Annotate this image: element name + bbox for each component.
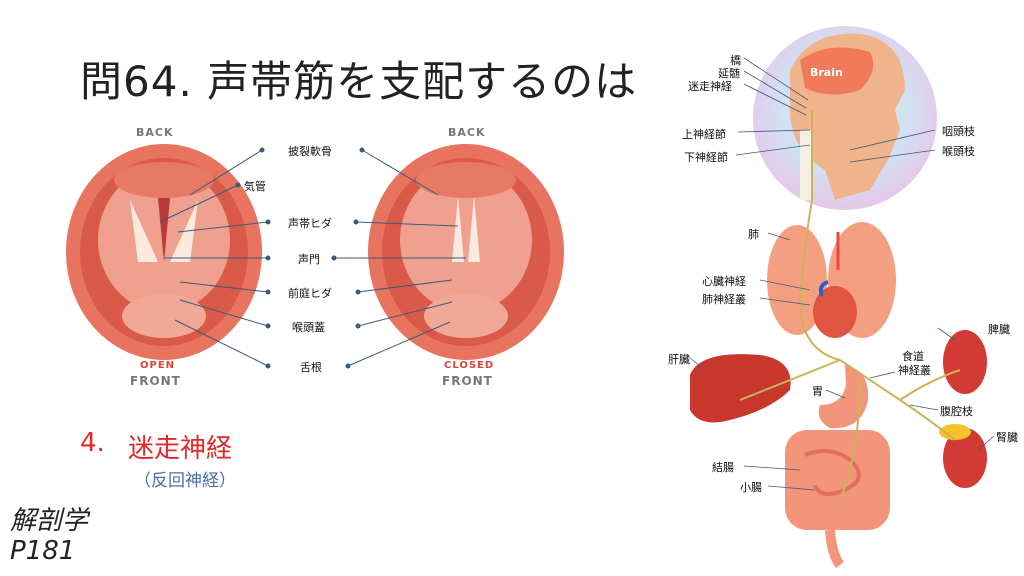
label-vagus-nerve: 迷走神経: [688, 80, 732, 93]
stomach: [818, 365, 869, 429]
label-liver: 肝臓: [668, 353, 690, 366]
intestines: [785, 430, 890, 530]
label-celiac-branch: 腹腔枝: [940, 405, 973, 418]
label-kidney: 腎臓: [996, 431, 1018, 444]
larynx-closed-illustration: [368, 144, 564, 360]
left-front-caption: FRONT: [130, 374, 181, 388]
brain-label: Brain: [810, 66, 843, 79]
spleen: [943, 330, 987, 394]
reference-page: P181: [10, 536, 76, 566]
label-vestibular-fold: 前庭ヒダ: [288, 287, 332, 300]
label-medulla: 延髄: [718, 67, 740, 80]
label-laryngeal-branch: 喉頭枝: [942, 145, 975, 158]
label-arytenoid: 披裂軟骨: [288, 145, 332, 158]
label-lung: 肺: [748, 228, 759, 241]
left-back-caption: BACK: [136, 126, 174, 139]
label-colon: 結腸: [712, 461, 734, 474]
larynx-open-illustration: [66, 144, 262, 360]
question-title: 問64. 声帯筋を支配するのは: [80, 57, 638, 106]
label-glottis: 声門: [298, 253, 320, 266]
left-state-caption: OPEN: [140, 360, 176, 371]
reference-book: 解剖学: [10, 506, 89, 536]
label-stomach: 胃: [812, 385, 823, 398]
label-plexus: 神経叢: [898, 364, 931, 377]
label-inferior-ganglion: 下神経節: [684, 151, 728, 164]
label-superior-ganglion: 上神経節: [682, 128, 726, 141]
right-state-caption: CLOSED: [444, 360, 495, 371]
nerve-leader-lines: [689, 57, 995, 491]
answer-subtext: （反回神経）: [134, 471, 236, 491]
label-tongue-root: 舌根: [300, 361, 322, 374]
label-esophagus: 食道: [902, 350, 924, 363]
label-vocal-fold: 声帯ヒダ: [288, 217, 332, 230]
label-cardiac-nerve: 心臓神経: [702, 275, 746, 288]
label-pulmonary-plexus: 肺神経叢: [702, 293, 746, 306]
liver: [690, 354, 791, 423]
kidney: [943, 428, 987, 488]
label-pons: 橋: [730, 54, 741, 67]
label-spleen: 脾臓: [988, 323, 1010, 336]
vagus-nerve-path: [739, 110, 961, 501]
label-pharyngeal-branch: 咽頭枝: [942, 125, 975, 138]
label-small-intestine: 小腸: [740, 481, 762, 494]
brain-shape: [800, 47, 874, 95]
heart: [813, 286, 857, 338]
answer-text: 迷走神経: [128, 434, 233, 464]
label-trachea: 気管: [244, 180, 266, 193]
right-back-caption: BACK: [448, 126, 486, 139]
label-epiglottis: 喉頭蓋: [292, 321, 325, 334]
larynx-leader-lines: [159, 147, 466, 369]
right-front-caption: FRONT: [442, 374, 493, 388]
lung-left: [767, 225, 827, 335]
answer-number: 4.: [80, 428, 105, 458]
